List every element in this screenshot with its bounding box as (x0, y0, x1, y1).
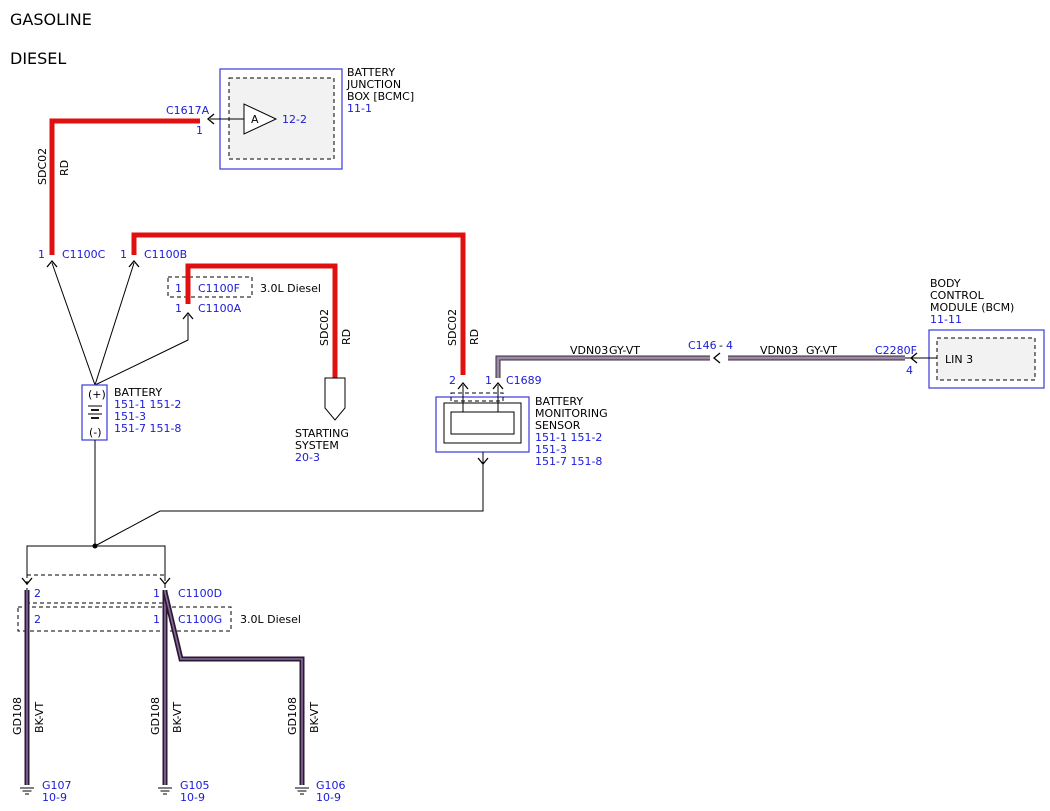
c146-sep: - (719, 339, 723, 352)
wire-bms-ground (94, 462, 484, 547)
wire-ground-bus (26, 545, 166, 578)
bjb-name-3: BOX [BCMC] (347, 90, 414, 103)
c1100g-diesel-note: 3.0L Diesel (240, 613, 301, 626)
wire-sdc02-bms[interactable] (131, 232, 466, 375)
c1100c-pin: 1 (38, 248, 45, 261)
bms-ref-3[interactable]: 151-7 151-8 (535, 455, 602, 468)
c146-pin: 4 (726, 339, 733, 352)
bcm-name-3: MODULE (BCM) (930, 301, 1014, 314)
starting-system-name-2: SYSTEM (295, 439, 339, 452)
ground-g107-icon (19, 787, 35, 795)
bms-name-3: SENSOR (535, 419, 581, 432)
body-control-module[interactable] (905, 329, 1045, 389)
bcm-name-1: BODY (930, 277, 961, 290)
c146-label[interactable]: C146 (688, 339, 717, 352)
g105-label[interactable]: G105 (180, 779, 210, 792)
gasoline-label: GASOLINE (10, 10, 92, 29)
g106-label[interactable]: G106 (316, 779, 346, 792)
bjb-name-2: JUNCTION (346, 78, 401, 91)
starting-system-icon[interactable] (324, 377, 346, 421)
wire-bkvt-label-1: BK-VT (33, 702, 46, 733)
battery-junction-box[interactable]: A 12-2 (210, 68, 343, 170)
starting-system-name-1: STARTING (295, 427, 349, 440)
wire-gd108-g106[interactable] (162, 591, 305, 785)
amplifier-label: A (251, 113, 259, 126)
c1100d-pin2: 2 (34, 587, 41, 600)
amplifier-ref[interactable]: 12-2 (282, 113, 307, 126)
wire-gyvt-label-1: GY-VT (609, 344, 640, 357)
bms-name-2: MONITORING (535, 407, 608, 420)
wire-c1100b-battery (94, 262, 135, 386)
wire-sdc02-bjb[interactable] (49, 118, 200, 255)
wire-gd108-label-3: GD108 (286, 697, 299, 735)
c2280f-pin: 4 (906, 364, 913, 377)
wire-gyvt-label-2: GY-VT (806, 344, 837, 357)
c1100d-pin1: 1 (153, 587, 160, 600)
bms-ref-2[interactable]: 151-3 (535, 443, 567, 456)
c1100f-pin: 1 (175, 282, 182, 295)
starting-system-ref[interactable]: 20-3 (295, 451, 320, 464)
c1689-pin2: 2 (449, 374, 456, 387)
c1100f-diesel-box (167, 276, 253, 298)
wire-rd-label-1: RD (58, 160, 71, 176)
c1100b-label[interactable]: C1100B (144, 248, 187, 261)
bms-name-1: BATTERY (535, 395, 583, 408)
wire-sdc02-label-3: SDC02 (446, 309, 459, 346)
wire-vdn03-label-2: VDN03 (760, 344, 798, 357)
battery-ref-1[interactable]: 151-1 151-2 (114, 398, 181, 411)
bms-ref-1[interactable]: 151-1 151-2 (535, 431, 602, 444)
wire-sdc02-label-2: SDC02 (318, 309, 331, 346)
c1689-label[interactable]: C1689 (506, 374, 542, 387)
g107-ref[interactable]: 10-9 (42, 791, 67, 804)
c1100g-pin1: 1 (153, 613, 160, 626)
g105-ref[interactable]: 10-9 (180, 791, 205, 804)
c1617a-pin: 1 (196, 124, 203, 137)
c1100c-label[interactable]: C1100C (62, 248, 106, 261)
battery-plus: (+) (88, 388, 106, 401)
g107-label[interactable]: G107 (42, 779, 72, 792)
diesel-label: DIESEL (10, 49, 66, 68)
c1100d-label[interactable]: C1100D (178, 587, 222, 600)
battery-monitoring-sensor[interactable] (435, 385, 530, 453)
g106-ref[interactable]: 10-9 (316, 791, 341, 804)
wire-c1100a-battery (94, 315, 189, 386)
wire-rd-label-2: RD (340, 329, 353, 345)
c1617a-label[interactable]: C1617A (166, 104, 210, 117)
battery-minus: (-) (89, 426, 102, 439)
wire-bkvt-label-2: BK-VT (171, 702, 184, 733)
c1100a-label[interactable]: C1100A (198, 302, 242, 315)
bcm-lin-label: LIN 3 (945, 353, 973, 366)
c1100d-box (26, 574, 166, 604)
c1100b-pin: 1 (120, 248, 127, 261)
bcm-ref[interactable]: 11-11 (930, 313, 962, 326)
wire-rd-label-3: RD (468, 329, 481, 345)
battery-name: BATTERY (114, 386, 162, 399)
c1100g-pin2: 2 (34, 613, 41, 626)
wire-bkvt-label-3: BK-VT (308, 702, 321, 733)
c1100a-pin: 1 (175, 302, 182, 315)
bjb-name-1: BATTERY (347, 66, 395, 79)
c1100f-label[interactable]: C1100F (198, 282, 240, 295)
ground-g105-icon (157, 787, 173, 795)
bjb-ref[interactable]: 11-1 (347, 102, 372, 115)
wire-gd108-label-1: GD108 (11, 697, 24, 735)
wire-vdn03-lin[interactable] (495, 355, 905, 378)
c1689-pin1: 1 (485, 374, 492, 387)
wire-sdc02-label-1: SDC02 (36, 148, 49, 185)
wire-sdc02-starting[interactable] (185, 263, 338, 378)
battery-icon[interactable]: (+) (-) (81, 384, 108, 441)
c2280f-label[interactable]: C2280F (875, 344, 917, 357)
c146-connector-icon (713, 352, 721, 364)
battery-ref-2[interactable]: 151-3 (114, 410, 146, 423)
wire-c1100c-battery (51, 262, 96, 386)
battery-ref-3[interactable]: 151-7 151-8 (114, 422, 181, 435)
c1100f-diesel-note: 3.0L Diesel (260, 282, 321, 295)
wire-vdn03-label-1: VDN03 (570, 344, 608, 357)
bcm-name-2: CONTROL (930, 289, 985, 302)
c1100g-label[interactable]: C1100G (178, 613, 222, 626)
wire-gd108-label-2: GD108 (149, 697, 162, 735)
ground-g106-icon (294, 787, 310, 795)
c1100g-diesel-box (17, 606, 232, 632)
